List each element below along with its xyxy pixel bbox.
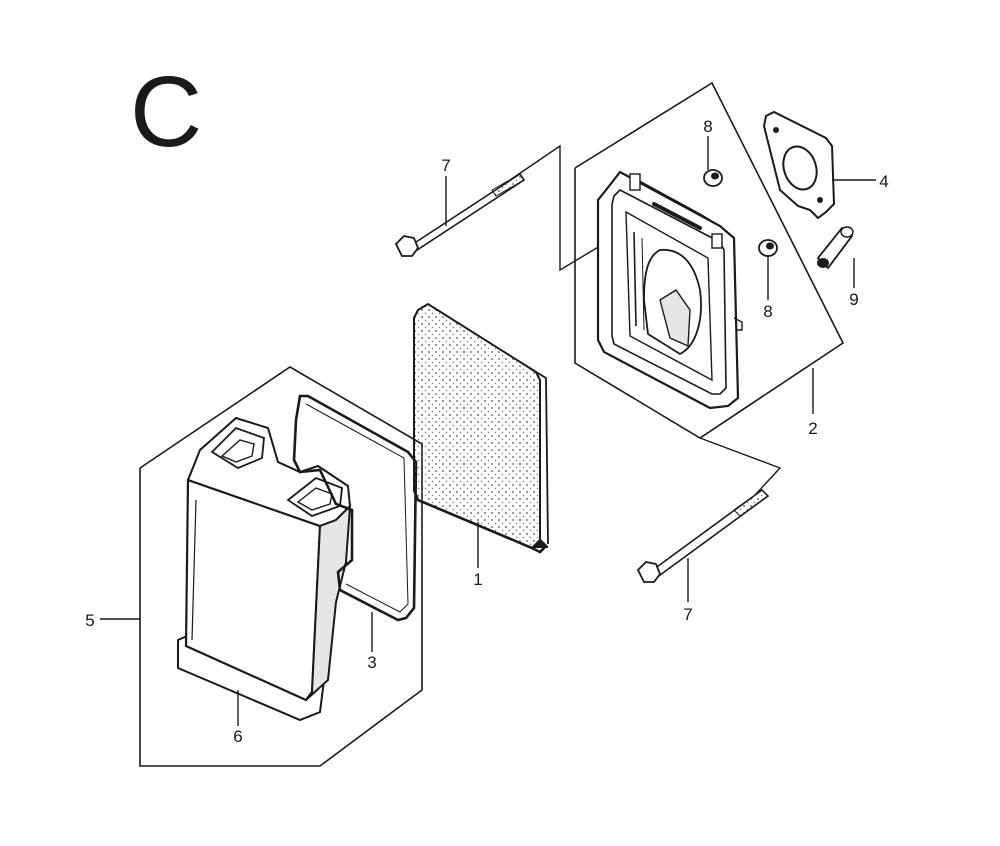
bolt-lower-guide-line: [699, 437, 782, 496]
callout-3: 3: [367, 653, 376, 672]
collar-lower: [758, 239, 778, 257]
section-letter: C: [130, 56, 203, 168]
gasket-plate: [762, 110, 836, 220]
bracket-outline-case-group: [574, 81, 845, 439]
collar-upper: [703, 169, 723, 187]
air-cleaner-case: [596, 170, 743, 410]
foam-filter-element: [412, 302, 549, 554]
callout-7-lower: 7: [683, 605, 692, 624]
bolt-upper-guide-line: [509, 144, 601, 272]
callout-1: 1: [473, 570, 482, 589]
callout-5: 5: [85, 611, 94, 630]
callout-6: 6: [233, 727, 242, 746]
callout-8-lower: 8: [763, 302, 772, 321]
callout-8-upper: 8: [703, 117, 712, 136]
callout-7-upper: 7: [441, 156, 450, 175]
bolt-lower: [636, 488, 770, 583]
breather-pipe: [816, 226, 854, 270]
callout-4: 4: [879, 172, 888, 191]
air-cleaner-cover: [177, 416, 352, 722]
bracket-outline-cover-group: [139, 366, 423, 767]
callout-2: 2: [808, 419, 817, 438]
callout-9: 9: [849, 290, 858, 309]
bolt-upper: [394, 172, 526, 257]
